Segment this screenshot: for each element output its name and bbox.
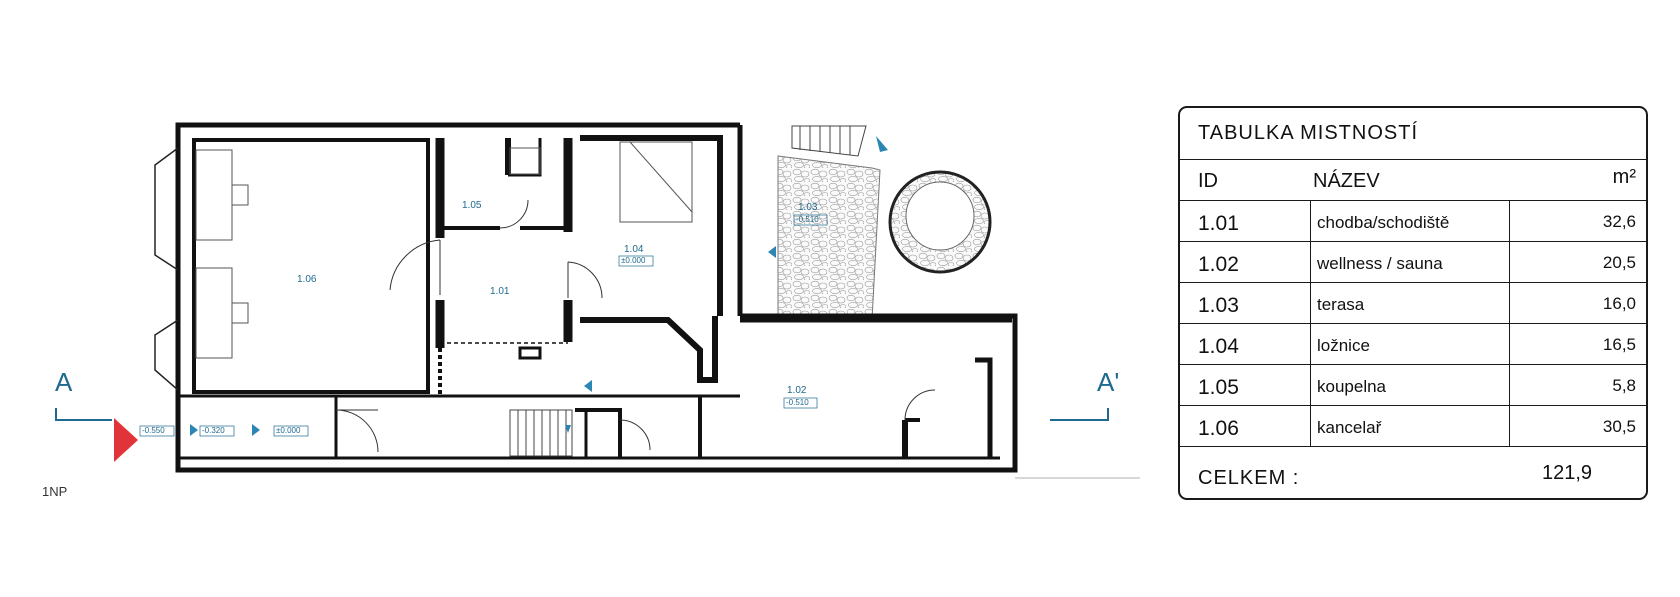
table-row: 1.06 kancelař 30,5 <box>1180 406 1646 447</box>
section-marker-right: A' <box>1050 367 1119 421</box>
header-id: ID <box>1198 170 1218 192</box>
row-name: kancelař <box>1310 406 1510 446</box>
table-row: 1.01 chodba/schodiště 32,6 <box>1180 201 1646 242</box>
room-table-total: CELKEM : 121,9 <box>1180 447 1646 498</box>
row-area: 5,8 <box>1612 376 1636 395</box>
row-area: 32,6 <box>1602 212 1636 231</box>
room-label-1.01: 1.01 <box>490 286 510 297</box>
room-level-1.03: -0.510 <box>796 215 819 224</box>
room-label-1.02: 1.02 <box>787 385 807 396</box>
row-area: 16,0 <box>1602 294 1636 313</box>
section-label-left: A <box>55 367 73 397</box>
section-label-right: A' <box>1097 367 1119 397</box>
terrace-paving <box>777 155 992 321</box>
row-id: 1.04 <box>1198 335 1239 358</box>
row-name: wellness / sauna <box>1310 242 1510 282</box>
row-area: 30,5 <box>1602 417 1636 436</box>
room-table: TABULKA MISTNOSTÍ ID NÁZEV m² 1.01 chodb… <box>1178 106 1648 500</box>
doors <box>335 199 936 453</box>
room-table-header: ID NÁZEV m² <box>1180 160 1646 201</box>
floor-plan: A A' 1.06 1.05 1.01 1.04 ±0.000 1.03 -0.… <box>42 122 1140 499</box>
row-id: 1.05 <box>1198 376 1239 399</box>
row-id: 1.01 <box>1198 212 1239 235</box>
entry-marker <box>114 418 138 462</box>
stairs <box>509 125 867 457</box>
row-id: 1.02 <box>1198 253 1239 276</box>
row-name: koupelna <box>1310 365 1510 405</box>
entry-level-1: -0.550 <box>142 426 165 435</box>
table-row: 1.02 wellness / sauna 20,5 <box>1180 242 1646 283</box>
row-id: 1.06 <box>1198 417 1239 440</box>
room-table-title: TABULKA MISTNOSTÍ <box>1180 108 1646 160</box>
entry-level-2: -0.320 <box>202 426 225 435</box>
table-row: 1.04 ložnice 16,5 <box>1180 324 1646 365</box>
bay-window <box>154 147 179 391</box>
section-marker-left: A <box>55 367 138 462</box>
table-row: 1.03 terasa 16,0 <box>1180 283 1646 324</box>
room-label-1.06: 1.06 <box>297 274 317 285</box>
row-area: 20,5 <box>1602 253 1636 272</box>
room-label-1.04: 1.04 <box>624 244 644 255</box>
room-label-1.05: 1.05 <box>462 200 482 211</box>
total-value: 121,9 <box>1542 462 1593 484</box>
header-name: NÁZEV <box>1313 170 1380 192</box>
row-area: 16,5 <box>1602 335 1636 354</box>
table-row: 1.05 koupelna 5,8 <box>1180 365 1646 406</box>
furniture <box>195 141 693 359</box>
walls <box>175 122 1018 473</box>
room-label-1.03: 1.03 <box>798 202 818 213</box>
total-label: CELKEM : <box>1198 467 1300 489</box>
header-area: m² <box>1612 166 1636 188</box>
level-arrows <box>190 136 888 436</box>
floor-label: 1NP <box>42 484 67 499</box>
row-name: chodba/schodiště <box>1310 201 1510 241</box>
entry-level-3: ±0.000 <box>276 426 301 435</box>
room-level-1.04: ±0.000 <box>621 256 646 265</box>
row-name: ložnice <box>1310 324 1510 364</box>
row-id: 1.03 <box>1198 294 1239 317</box>
room-level-1.02: -0.510 <box>786 398 809 407</box>
row-name: terasa <box>1310 283 1510 323</box>
